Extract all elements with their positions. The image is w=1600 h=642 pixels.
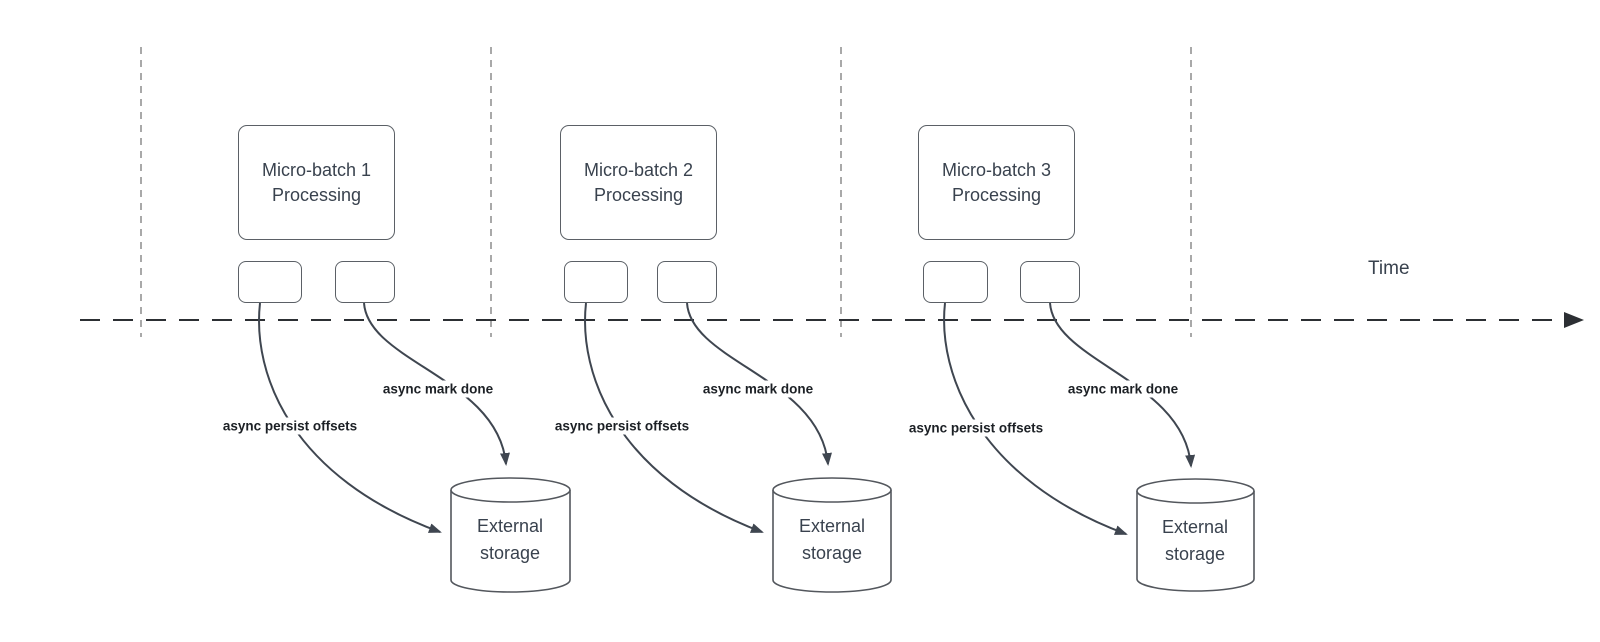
- persist-offsets-arrow-3: [943, 302, 1128, 535]
- persist-offsets-label-2: async persist offsets: [549, 417, 695, 435]
- persist-task-box-2: [564, 261, 628, 303]
- mark-done-label-1: async mark done: [377, 380, 499, 398]
- micro-batch-1-title-line2: Processing: [271, 184, 362, 205]
- persist-offsets-label-1: async persist offsets: [217, 417, 363, 435]
- mark-done-arrow-3: [1049, 302, 1196, 468]
- external-storage-label-2-line1: External: [798, 516, 866, 536]
- external-storage-label-2: External storage: [772, 513, 892, 567]
- external-storage-label-1: External storage: [450, 513, 570, 567]
- micro-batch-2-title-line2: Processing: [593, 184, 684, 205]
- external-storage-cylinder-3: [1136, 478, 1255, 592]
- time-axis-label: Time: [1368, 258, 1410, 279]
- timeline-arrowhead: [1564, 312, 1584, 328]
- mark-done-label-3: async mark done: [1062, 380, 1184, 398]
- external-storage-cylinder-2: [772, 477, 892, 593]
- micro-batch-1-title-line1: Micro-batch 1: [261, 159, 372, 180]
- mark-done-arrow-2: [686, 302, 832, 466]
- mark-done-task-box-3: [1020, 261, 1080, 303]
- mark-done-label-2: async mark done: [697, 380, 819, 398]
- mark-done-arrow-1: [363, 302, 510, 466]
- persist-offsets-label-3: async persist offsets: [903, 419, 1049, 437]
- micro-batch-2-title-line1: Micro-batch 2: [583, 159, 694, 180]
- external-storage-label-2-line2: storage: [801, 543, 863, 563]
- micro-batch-1-box: Micro-batch 1 Processing: [238, 125, 395, 240]
- external-storage-label-1-line1: External: [476, 516, 544, 536]
- micro-batch-3-title-line1: Micro-batch 3: [941, 159, 1052, 180]
- external-storage-label-3-line1: External: [1161, 517, 1229, 537]
- persist-task-box-3: [923, 261, 988, 303]
- mark-done-task-box-1: [335, 261, 395, 303]
- micro-batch-3-title-line2: Processing: [951, 184, 1042, 205]
- external-storage-label-3: External storage: [1135, 514, 1255, 568]
- external-storage-label-3-line2: storage: [1164, 544, 1226, 564]
- micro-batch-2-box: Micro-batch 2 Processing: [560, 125, 717, 240]
- external-storage-label-1-line2: storage: [479, 543, 541, 563]
- external-storage-cylinder-1: [450, 477, 571, 593]
- mark-done-task-box-2: [657, 261, 717, 303]
- persist-task-box-1: [238, 261, 302, 303]
- micro-batch-3-box: Micro-batch 3 Processing: [918, 125, 1075, 240]
